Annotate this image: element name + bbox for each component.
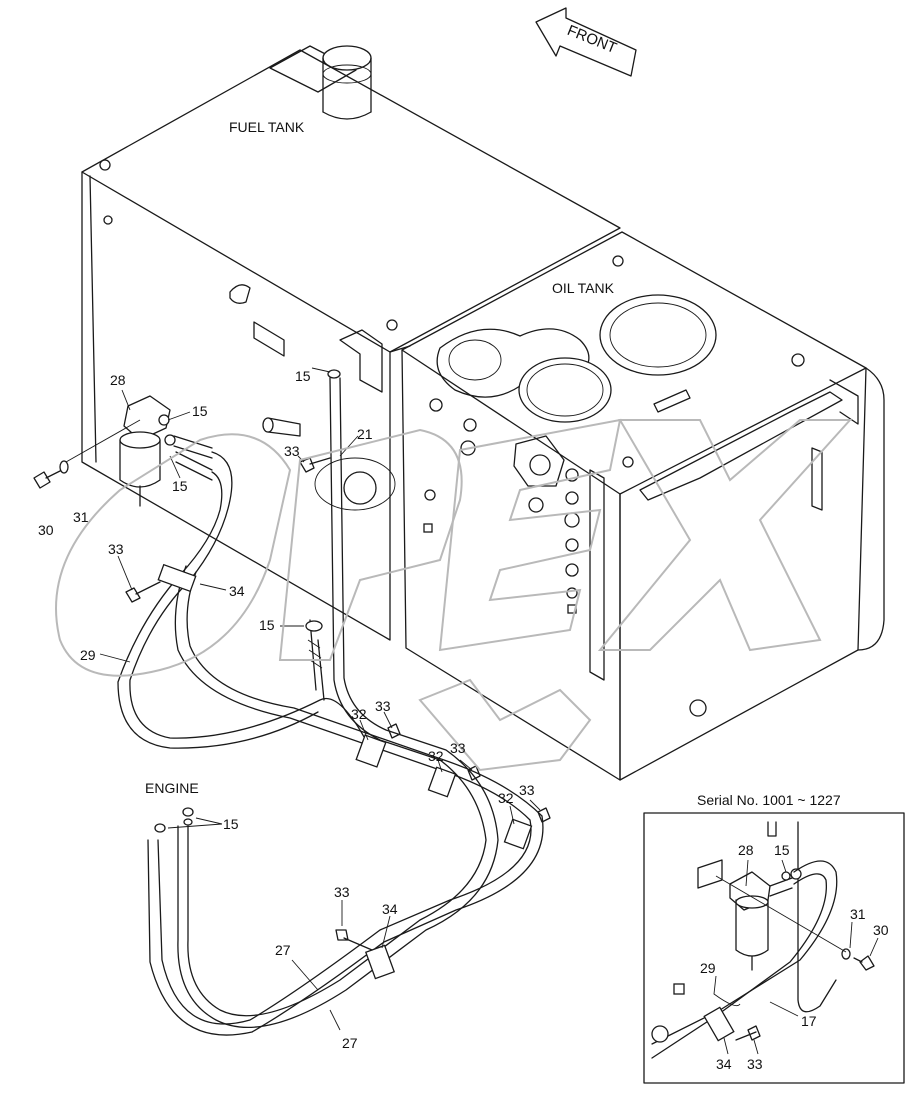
callout-30: 30 <box>38 522 54 538</box>
callout-31: 31 <box>73 509 89 525</box>
inset-callout-17: 17 <box>801 1013 817 1029</box>
callout-15: 15 <box>192 403 208 419</box>
oil-tank-label: OIL TANK <box>552 280 615 296</box>
inset-callout-33: 33 <box>747 1056 763 1072</box>
serial-inset: Serial No. 1001 ~ 1227 <box>643 792 905 1084</box>
oil-tank: OIL TANK <box>401 231 885 781</box>
filler-cap <box>322 45 372 71</box>
callout-21: 21 <box>357 426 373 442</box>
callout-33: 33 <box>334 884 350 900</box>
front-arrow: FRONT <box>535 7 637 77</box>
fuel-tank-label: FUEL TANK <box>229 119 305 135</box>
callout-15: 15 <box>259 617 275 633</box>
callout-32: 32 <box>498 790 514 806</box>
inset-callout-28: 28 <box>738 842 754 858</box>
callout-33: 33 <box>284 443 300 459</box>
callout-33: 33 <box>519 782 535 798</box>
callout-32: 32 <box>351 706 367 722</box>
callout-29: 29 <box>80 647 96 663</box>
callout-27: 27 <box>342 1035 358 1051</box>
fuel-filter-assembly <box>33 395 213 507</box>
callout-32: 32 <box>428 748 444 764</box>
opex-watermark <box>55 418 853 772</box>
callout-33: 33 <box>108 541 124 557</box>
callout-15: 15 <box>172 478 188 494</box>
fuel-tank: FUEL TANK <box>81 45 621 641</box>
callout-33: 33 <box>450 740 466 756</box>
engine-label: ENGINE <box>145 780 199 796</box>
inset-callout-34: 34 <box>716 1056 732 1072</box>
callout-15: 15 <box>295 368 311 384</box>
inset-callout-31: 31 <box>850 906 866 922</box>
serial-label: Serial No. 1001 ~ 1227 <box>697 792 841 808</box>
callouts: 28 15 15 30 31 15 33 21 33 34 15 29 32 3… <box>38 368 535 1051</box>
callout-33: 33 <box>375 698 391 714</box>
callout-27: 27 <box>275 942 291 958</box>
callout-34: 34 <box>229 583 245 599</box>
inset-callout-29: 29 <box>700 960 716 976</box>
inset-callout-30: 30 <box>873 922 889 938</box>
fuel-hoses <box>99 367 551 1036</box>
inset-callouts: 28 15 31 30 29 17 34 33 <box>700 842 889 1072</box>
callout-34: 34 <box>382 901 398 917</box>
callout-15: 15 <box>223 816 239 832</box>
callout-28: 28 <box>110 372 126 388</box>
inset-callout-15: 15 <box>774 842 790 858</box>
